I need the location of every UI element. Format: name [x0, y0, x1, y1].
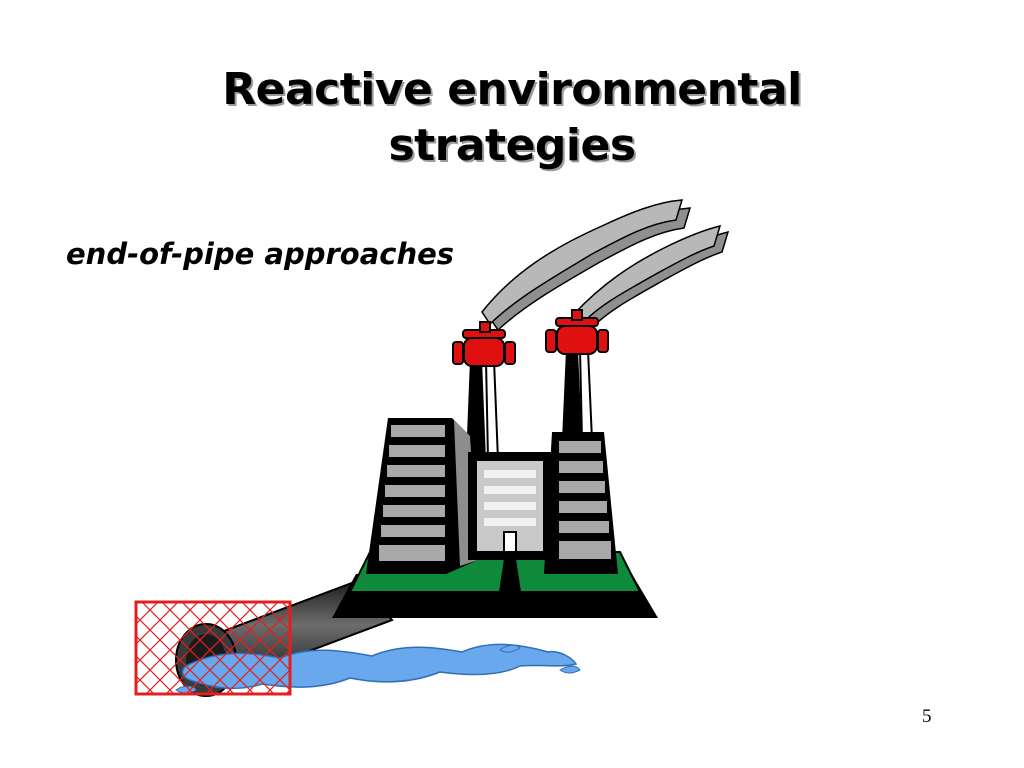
building-icon — [468, 452, 552, 560]
title-line-2: strategies — [388, 120, 636, 171]
title-line-1: Reactive environmental — [222, 64, 802, 115]
building-icon — [366, 418, 478, 574]
building-icon — [544, 432, 618, 574]
filter-box-icon — [134, 600, 292, 696]
valve-icon — [452, 309, 609, 367]
smoke-plume-icon — [481, 199, 730, 332]
slide-subtitle: end-of-pipe approaches — [66, 237, 455, 271]
slide-title: Reactive environmental strategies — [0, 62, 1024, 174]
page-number: 5 — [922, 706, 932, 727]
